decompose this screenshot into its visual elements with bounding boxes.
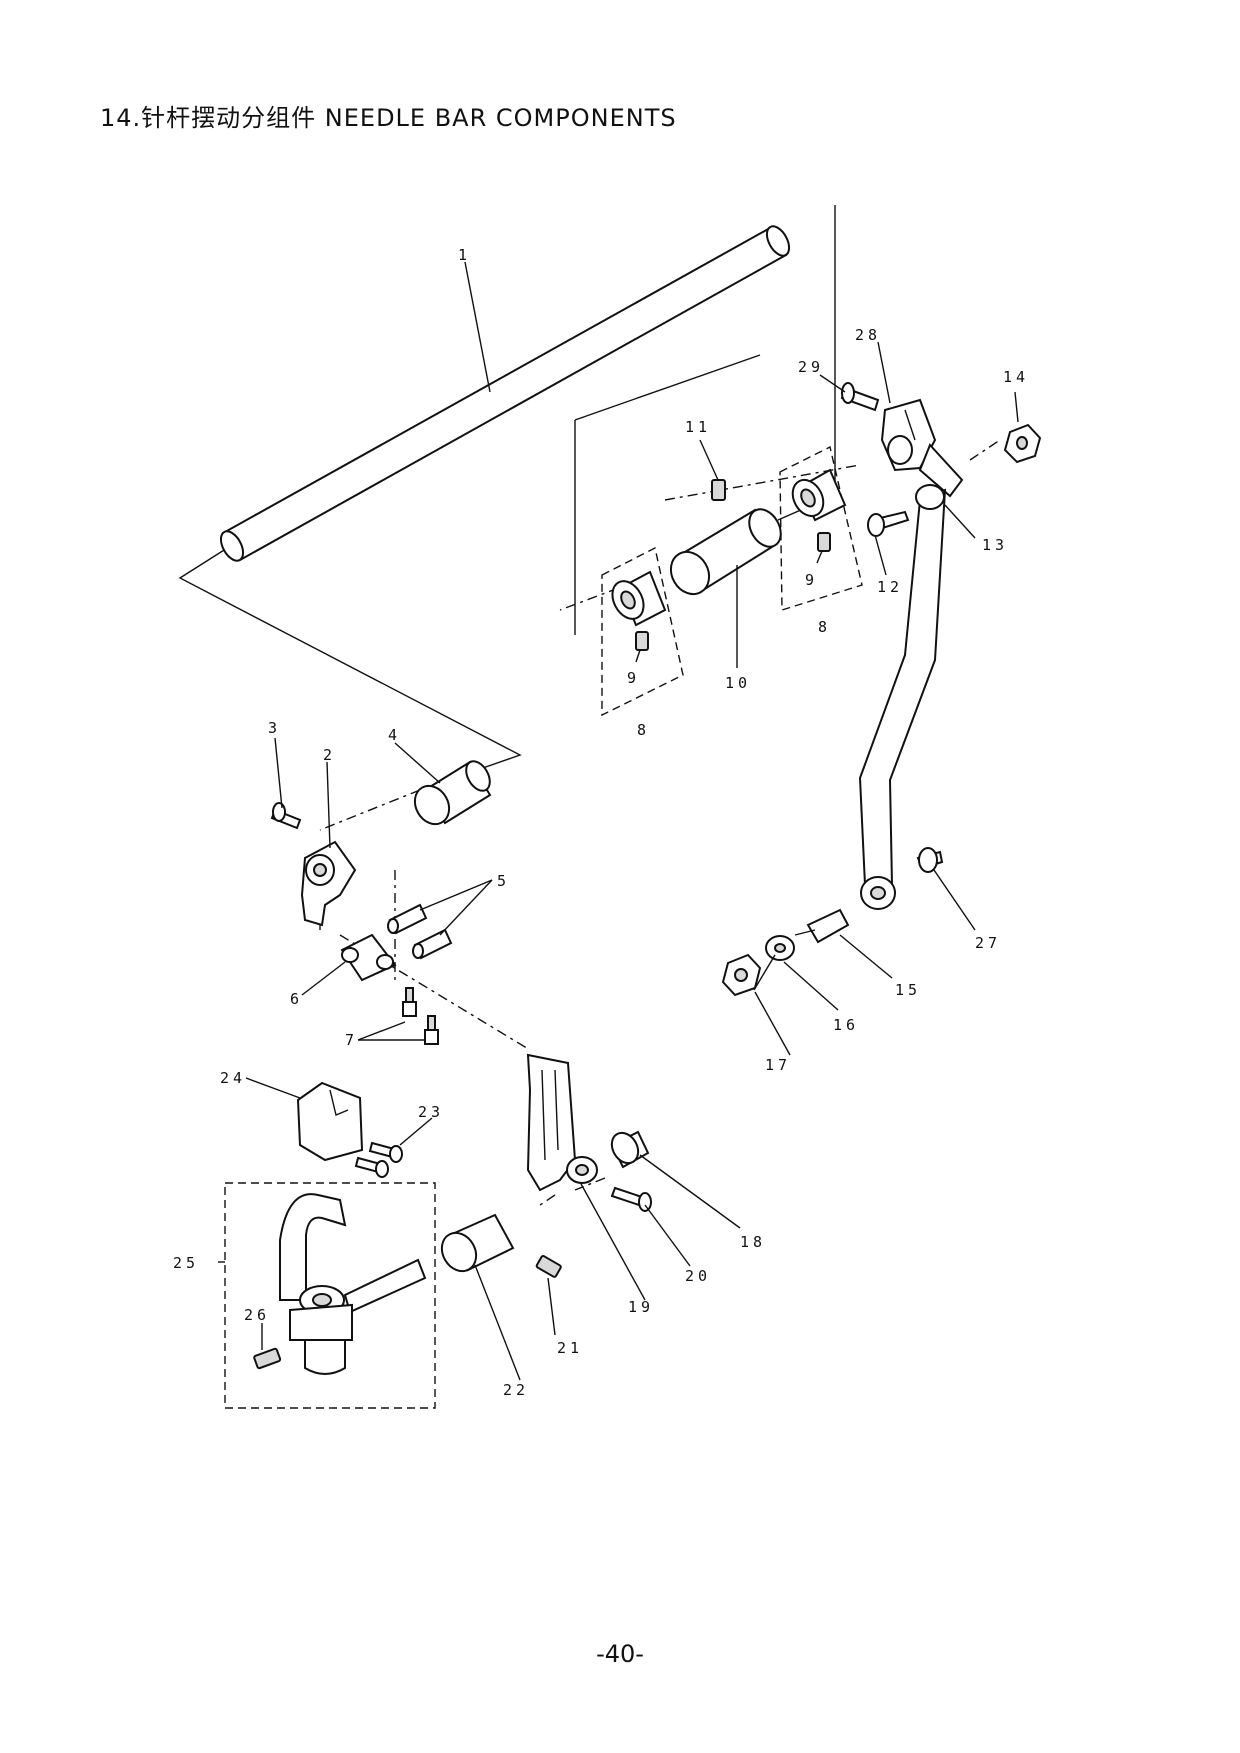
part-25-needle-bar-crank xyxy=(279,1193,427,1375)
callout-15: 15 xyxy=(895,981,921,999)
part-7-screw-left xyxy=(402,987,417,1017)
callout-9-right: 9 xyxy=(805,571,818,589)
part-4-collar xyxy=(413,760,492,826)
callout-5: 5 xyxy=(497,872,510,890)
callout-19: 19 xyxy=(628,1298,654,1316)
part-7-screw-right xyxy=(424,1015,439,1045)
part-2-crank xyxy=(300,840,357,927)
part-14-nut xyxy=(1003,423,1042,464)
callout-12: 12 xyxy=(877,578,903,596)
callout-17: 17 xyxy=(765,1056,791,1074)
part-28-clamp xyxy=(880,398,964,498)
callout-10: 10 xyxy=(725,674,751,692)
callout-16: 16 xyxy=(833,1016,859,1034)
part-12-screw xyxy=(867,510,910,537)
part-15-stud xyxy=(794,908,850,944)
callout-29: 29 xyxy=(798,358,824,376)
part-10-bushing xyxy=(669,508,782,596)
callout-28: 28 xyxy=(855,326,881,344)
callout-25: 25 xyxy=(173,1254,199,1272)
part-8-collar-right xyxy=(791,468,847,522)
callout-1: 1 xyxy=(458,246,471,264)
assembly-boxes xyxy=(224,445,863,1409)
part-19-bracket xyxy=(526,1053,598,1192)
callout-26: 26 xyxy=(244,1306,270,1324)
callout-7: 7 xyxy=(345,1031,358,1049)
part-5-pin-lower xyxy=(412,928,453,960)
part-23-screw-upper xyxy=(368,1141,403,1163)
assembly-box-8-right xyxy=(779,445,863,611)
part-6-link xyxy=(340,933,397,982)
callout-8-right: 8 xyxy=(818,618,831,636)
part-9-set-screw-right xyxy=(817,532,831,552)
callout-6: 6 xyxy=(290,990,303,1008)
assembly-box-25 xyxy=(224,1182,436,1409)
part-26-screw xyxy=(253,1347,282,1370)
callout-14: 14 xyxy=(1003,368,1029,386)
callout-11: 11 xyxy=(685,418,711,436)
part-3-screw xyxy=(270,802,302,830)
leader-lines xyxy=(218,261,1019,1381)
callout-4: 4 xyxy=(388,726,401,744)
callout-18: 18 xyxy=(740,1233,766,1251)
callout-9-left: 9 xyxy=(627,669,640,687)
part-8-collar-left xyxy=(611,570,667,627)
part-22-collar xyxy=(440,1213,515,1273)
callout-8-left: 8 xyxy=(637,721,650,739)
callout-labels: 1 2 3 4 5 6 7 8 8 9 9 10 11 12 13 14 15 … xyxy=(173,246,1029,1399)
callout-13: 13 xyxy=(982,536,1008,554)
part-5-pin-upper xyxy=(387,903,428,935)
assembly-box-8-left xyxy=(601,546,684,717)
part-29-screw xyxy=(840,382,880,412)
callout-20: 20 xyxy=(685,1267,711,1285)
part-21-screw xyxy=(535,1255,562,1278)
part-18-bushing xyxy=(610,1130,650,1169)
callout-22: 22 xyxy=(503,1381,529,1399)
part-27-screw xyxy=(916,847,944,873)
page-number: -40- xyxy=(596,1640,644,1668)
callout-21: 21 xyxy=(557,1339,583,1357)
part-20-screw xyxy=(610,1186,652,1212)
callout-23: 23 xyxy=(418,1103,444,1121)
callout-24: 24 xyxy=(220,1069,246,1087)
part-24-block xyxy=(296,1081,364,1162)
callout-27: 27 xyxy=(975,934,1001,952)
part-16-washer xyxy=(765,935,795,961)
part-9-set-screw-left xyxy=(635,631,649,651)
part-13-lever-arm xyxy=(858,484,947,910)
part-11-set-screw xyxy=(711,479,726,501)
callout-3: 3 xyxy=(268,719,281,737)
page-title: 14.针杆摆动分组件 NEEDLE BAR COMPONENTS xyxy=(100,104,677,132)
callout-2: 2 xyxy=(323,746,336,764)
part-1-shaft xyxy=(219,225,791,562)
part-23-screw-lower xyxy=(354,1156,389,1178)
